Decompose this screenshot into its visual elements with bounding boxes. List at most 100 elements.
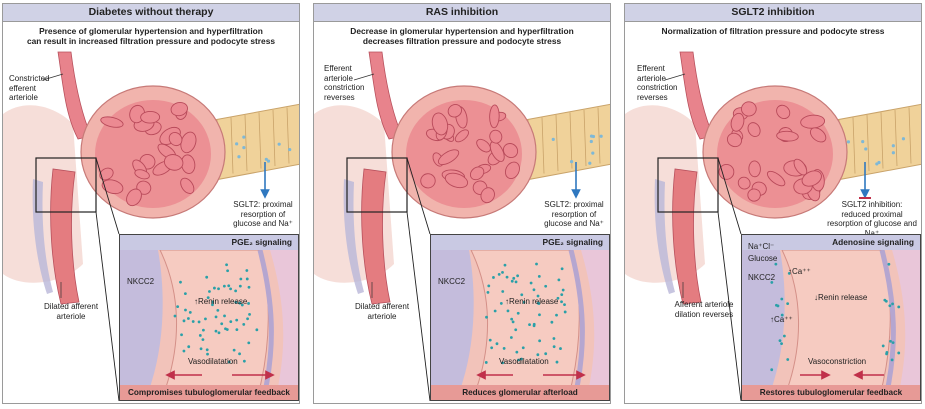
signaling-molecule-dot: [206, 296, 210, 300]
capillary-loop: [801, 170, 822, 187]
vasodilatation-label: Vasodilatation: [499, 357, 549, 366]
inset-connector-line: [95, 157, 120, 235]
signaling-molecule-dot: [198, 334, 202, 337]
signaling-molecule-dot: [891, 341, 895, 345]
afferent-arteriole-label: Dilated afferent arteriole: [354, 302, 410, 321]
signaling-molecule-dot: [522, 300, 526, 304]
tubule-segment-line: [555, 114, 559, 172]
macula-densa-tubule: [343, 179, 364, 294]
tubule-segment-line: [569, 112, 573, 169]
signaling-molecule-dot: [520, 357, 523, 361]
signaling-molecule-dot: [787, 272, 791, 275]
capillary-loop: [741, 101, 757, 117]
capillary-loop: [100, 116, 124, 128]
signaling-molecule-dot: [216, 308, 220, 312]
signaling-molecule-dot: [242, 359, 246, 363]
panel-title: RAS inhibition: [314, 4, 610, 22]
signaling-molecule-dot: [559, 347, 562, 350]
signaling-molecule-dot: [238, 352, 241, 356]
capillary-loop: [168, 131, 183, 147]
signaling-molecule-dot: [538, 313, 541, 317]
capillary-loop: [747, 122, 761, 137]
inset-header: PGE₂ signaling: [431, 235, 609, 250]
signaling-molecule-dot: [255, 328, 259, 332]
inset-connector-line: [717, 157, 742, 235]
signaling-molecule-dot: [563, 303, 566, 307]
signaling-molecule-dot: [229, 320, 233, 324]
renin-label: ↑Renin release: [505, 297, 559, 306]
inset-footer: Compromises tubuloglomerular feedback: [120, 385, 298, 400]
signaling-molecule-dot: [246, 317, 249, 321]
signaling-molecule-dot: [506, 309, 510, 313]
signaling-molecule-dot: [537, 274, 541, 278]
signaling-molecule-dot: [536, 353, 540, 357]
tubule-dot: [589, 139, 593, 144]
signaling-molecule-dot: [205, 275, 209, 279]
tubule-dot: [861, 140, 865, 144]
tubule-dot: [599, 134, 603, 138]
signaling-molecule-dot: [532, 324, 536, 328]
signaling-molecule-dot: [211, 303, 214, 307]
signaling-molecule-dot: [204, 317, 207, 321]
signaling-molecule-dot: [214, 329, 218, 333]
signaling-molecule-dot: [173, 314, 177, 318]
renin-label: ↓Renin release: [814, 293, 868, 302]
signaling-molecule-dot: [225, 263, 228, 267]
inset-header: Adenosine signaling: [742, 235, 920, 250]
signaling-molecule-dot: [234, 289, 238, 293]
signaling-molecule-dot: [556, 296, 560, 300]
signaling-molecule-dot: [485, 315, 488, 319]
inset-connector-line: [95, 211, 120, 402]
signaling-molecule-dot: [213, 286, 216, 290]
signaling-molecule-dot: [223, 314, 226, 318]
inset-vessel-wall: [581, 250, 609, 387]
glucose-label: Glucose: [748, 254, 778, 263]
signaling-molecule-dot: [176, 305, 180, 309]
signaling-molecule-dot: [532, 288, 536, 292]
signaling-molecule-dot: [235, 328, 239, 331]
signaling-molecule-dot: [180, 333, 183, 337]
panel-title: SGLT2 inhibition: [625, 4, 921, 22]
tubule-segment-line: [908, 107, 912, 164]
renin-label: ↑Renin release: [194, 297, 248, 306]
sglt2-label: SGLT2: proximal resorption of glucose an…: [544, 200, 604, 228]
kidney-illustration: [3, 51, 299, 402]
inset-header: PGE₂ signaling: [120, 235, 298, 250]
capillary-loop: [469, 166, 485, 181]
vasoconstriction-label: Vasoconstriction: [808, 357, 867, 366]
tubule-dot: [901, 137, 906, 141]
signaling-molecule-dot: [516, 311, 520, 315]
tubule-dot: [846, 140, 851, 144]
capillary-loop: [730, 112, 745, 132]
signaling-molecule-dot: [202, 328, 205, 332]
signaling-molecule-dot: [245, 277, 249, 281]
kidney-illustration: [314, 51, 610, 402]
capillary-loop: [431, 112, 449, 136]
signaling-molecule-dot: [187, 317, 190, 320]
signaling-molecule-dot: [536, 294, 540, 298]
afferent-arteriole: [361, 168, 391, 305]
signaling-molecule-dot: [897, 351, 901, 355]
panel-subtitle: Presence of glomerular hypertension and …: [26, 26, 276, 46]
signaling-molecule-dot: [509, 336, 513, 339]
signaling-molecule-dot: [247, 341, 251, 345]
inset-vessel-wall: [270, 250, 298, 387]
signaling-molecule-dot: [208, 290, 211, 293]
signaling-molecule-dot: [528, 323, 531, 327]
signaling-molecule-dot: [220, 322, 224, 326]
capillary-loop: [766, 170, 786, 187]
capillary-loop: [776, 130, 799, 142]
afferent-arteriole: [50, 168, 80, 305]
signaling-molecule-dot: [206, 352, 209, 356]
capillary-loop: [809, 127, 827, 143]
inset-tubule-wall: [742, 250, 785, 387]
signaling-molecule-dot: [205, 348, 209, 352]
capillary-loop: [437, 149, 460, 166]
inset-panel: PGE₂ signaling NKCC2 ↑Renin release Vaso…: [430, 234, 610, 401]
panel-diabetes-without-therapy: Diabetes without therapy Presence of glo…: [2, 3, 300, 404]
signaling-molecule-dot: [780, 313, 784, 317]
signaling-molecule-dot: [544, 284, 548, 288]
signaling-molecule-dot: [884, 299, 888, 303]
signaling-molecule-dot: [191, 320, 195, 323]
calcium-up-label-2: ↑Ca⁺⁺: [770, 315, 793, 324]
